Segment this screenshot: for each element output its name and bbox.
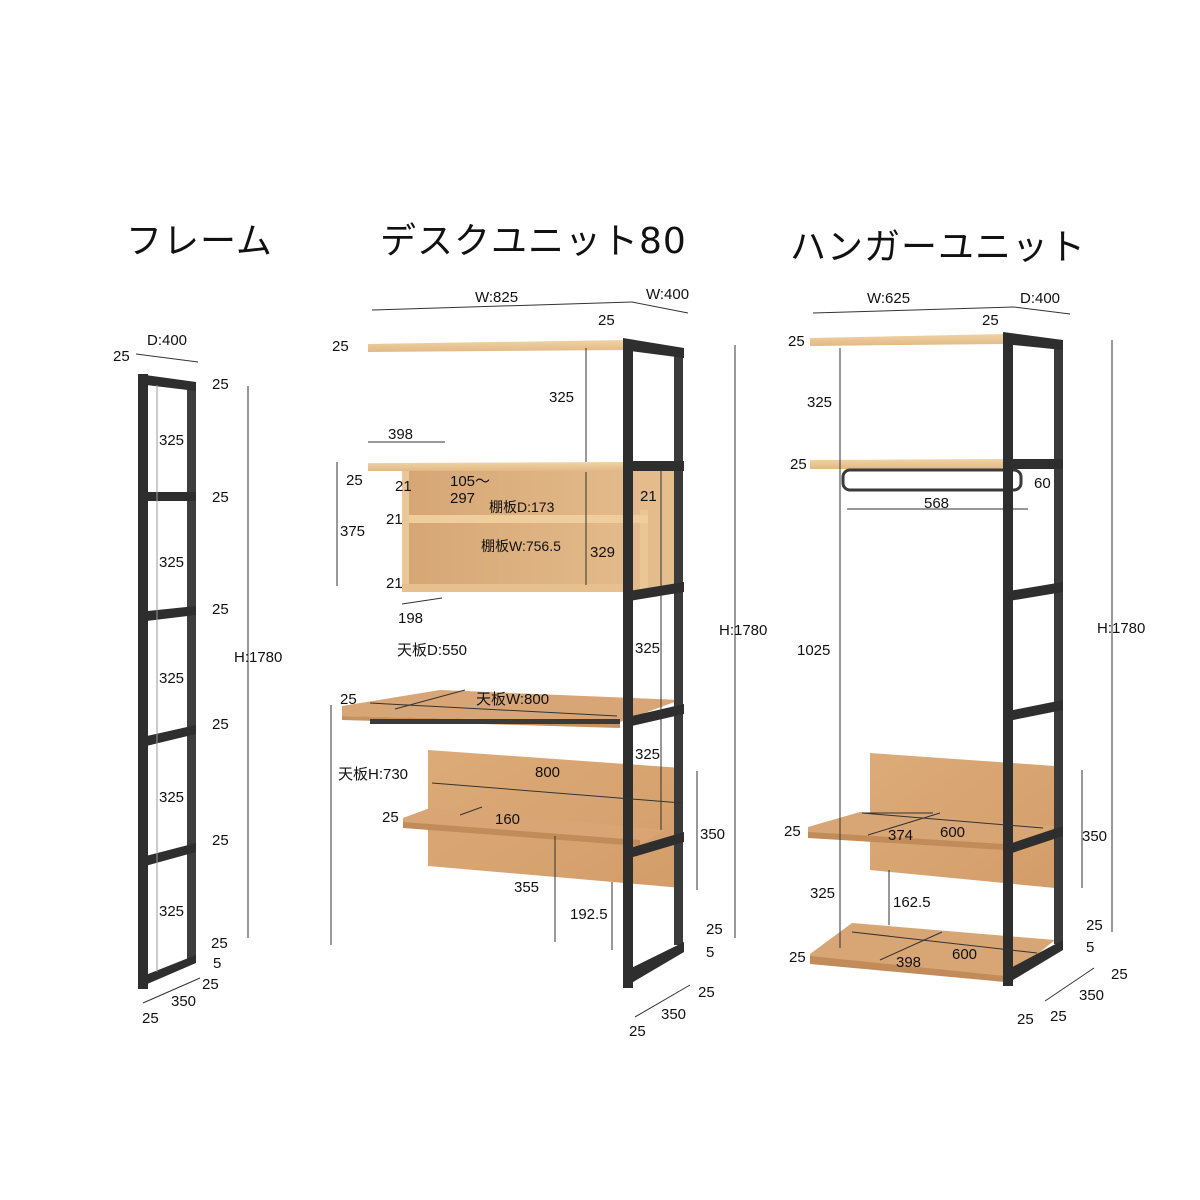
frame-drawing — [138, 374, 196, 989]
hanger-top-thick-label: 25 — [788, 333, 805, 350]
desk-low-shelf-thick-label: 25 — [382, 809, 399, 826]
desk-mid-gap2-label: 325 — [635, 746, 661, 763]
hanger-width-label: W:625 — [867, 290, 911, 307]
desk-side-21b-label: 21 — [386, 511, 403, 528]
desk-cabinet-height-label: 375 — [340, 523, 366, 540]
desk-top-thick-label: 25 — [332, 338, 349, 355]
hanger-bottom-width-label: 600 — [952, 946, 978, 963]
frame-height-label: H:1780 — [234, 649, 283, 666]
frame-bar-label: 25 — [212, 489, 229, 506]
hanger-bottom-depth-label: 398 — [896, 954, 922, 971]
desk-side-21a-label: 21 — [395, 478, 412, 495]
desk-offset-label: 25 — [598, 312, 615, 329]
hanger-base-right-label: 25 — [1111, 966, 1128, 983]
desk-cabinet-top-label: 25 — [346, 472, 363, 489]
hanger-base-depth-label: 350 — [1079, 987, 1105, 1004]
hanger-unit-title: ハンガーユニット — [790, 227, 1087, 268]
desk-width-label: W:825 — [475, 289, 519, 306]
desk-top-gap-label: 325 — [549, 389, 575, 406]
hanger-rod-width-label: 568 — [924, 495, 950, 512]
desk-height-label: H:1780 — [719, 622, 768, 639]
frame-title: フレーム — [126, 221, 273, 262]
desk-inner-height-label: 329 — [590, 544, 616, 561]
desk-cabinet-depth-label: 198 — [398, 610, 424, 627]
hanger-depth-label: D:400 — [1020, 290, 1061, 307]
desk-top-thick2-label: 25 — [340, 691, 357, 708]
desk-adj-range-label-1: 105〜 — [450, 473, 491, 490]
frame-base-left-label: 25 — [142, 1010, 159, 1027]
desk-panel-width-label: 800 — [535, 764, 561, 781]
frame-bar-label: 25 — [212, 832, 229, 849]
desk-top-height-label: 天板H:730 — [338, 766, 409, 783]
desk-shelf-width-label: 棚板W:756.5 — [481, 538, 561, 554]
hanger-base-b-label: 25 — [1050, 1008, 1067, 1025]
desk-base-left-label: 25 — [629, 1023, 646, 1040]
hanger-unit-drawing — [808, 332, 1063, 986]
desk-panel-drop-label: 355 — [514, 879, 540, 896]
desk-unit-drawing — [342, 338, 684, 988]
frame-base-depth-label: 350 — [171, 993, 197, 1010]
desk-base-right-label: 25 — [698, 984, 715, 1001]
frame-bar-label: 25 — [211, 935, 228, 952]
desk-base-depth-label: 350 — [661, 1006, 687, 1023]
frame-foot-label: 5 — [213, 955, 222, 972]
frame-gap-label: 325 — [159, 789, 185, 806]
desk-bar-label: 25 — [706, 921, 723, 938]
desk-side-21c-label: 21 — [386, 575, 403, 592]
hanger-shelf-width-label: 600 — [940, 824, 966, 841]
desk-side-21-right-label: 21 — [640, 488, 657, 505]
desk-top-width-label: 天板W:800 — [476, 691, 550, 708]
hanger-offset-label: 25 — [982, 312, 999, 329]
frame-gap-label: 325 — [159, 554, 185, 571]
frame-depth-label: D:400 — [147, 332, 188, 349]
hanger-bar-label: 25 — [1086, 917, 1103, 934]
hanger-panel-height-label: 350 — [1082, 828, 1108, 845]
frame-gap-label: 325 — [159, 432, 185, 449]
hanger-second-thick-label: 25 — [790, 456, 807, 473]
hanger-rod-height-label: 60 — [1034, 475, 1051, 492]
hanger-shelf-thick-label: 25 — [784, 823, 801, 840]
hanger-base-a-label: 25 — [1017, 1011, 1034, 1028]
hanger-shelf-depth-label: 374 — [888, 827, 914, 844]
desk-mid-gap1-label: 325 — [635, 640, 661, 657]
desk-low-shelf-depth-label: 160 — [495, 811, 521, 828]
frame-base-right-label: 25 — [202, 976, 219, 993]
desk-panel-height-label: 350 — [700, 826, 726, 843]
desk-panel-clear-label: 192.5 — [570, 906, 608, 923]
frame-bar-label: 25 — [212, 601, 229, 618]
hanger-top-gap-label: 325 — [807, 394, 833, 411]
frame-bar-label: 25 — [212, 716, 229, 733]
desk-shelf-depth-label: 棚板D:173 — [489, 499, 555, 515]
frame-gap-label: 325 — [159, 903, 185, 920]
hanger-foot-label: 5 — [1086, 939, 1095, 956]
desk-depth-label: W:400 — [646, 286, 690, 303]
hanger-height-label: H:1780 — [1097, 620, 1146, 637]
hanger-hang-gap-label: 1025 — [797, 642, 831, 659]
frame-bar-label: 25 — [212, 376, 229, 393]
frame-gap-label: 325 — [159, 670, 185, 687]
desk-adj-range-label-2: 297 — [450, 490, 476, 507]
desk-foot-label: 5 — [706, 944, 715, 961]
frame-edge-label: 25 — [113, 348, 130, 365]
hanger-bottom-thick-label: 25 — [789, 949, 806, 966]
desk-unit-title: デスクユニット80 — [380, 221, 687, 262]
hanger-lower-gap-label: 325 — [810, 885, 836, 902]
desk-top-depth-label: 天板D:550 — [397, 642, 468, 659]
desk-shelf-398-label: 398 — [388, 426, 414, 443]
hanger-panel-clear-label: 162.5 — [893, 894, 931, 911]
